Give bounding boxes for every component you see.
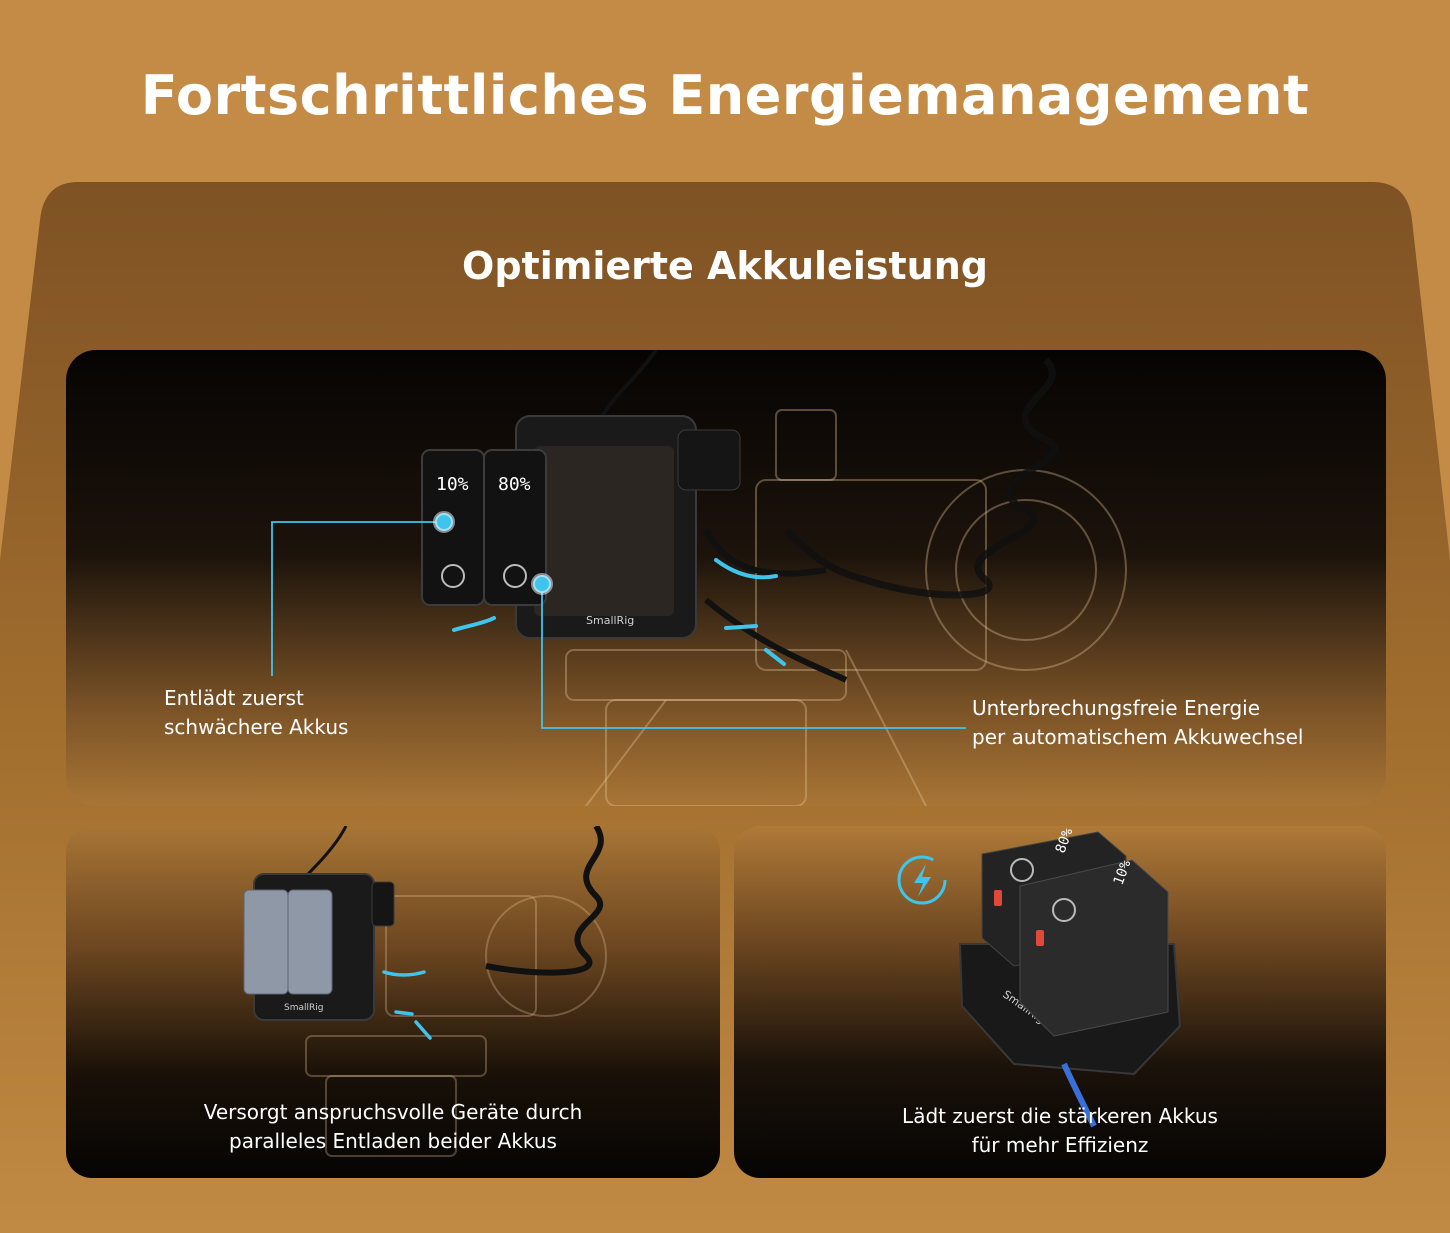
switch-arrow (452, 616, 496, 632)
camera-rig-illustration: SmallRig 10% 80% (271, 350, 1127, 806)
grey-battery-2 (287, 889, 333, 995)
flow-arrow-1 (714, 558, 778, 580)
caption-parallel-discharge: Versorgt anspruchsvolle Geräte durch par… (203, 1100, 583, 1153)
page-title: Fortschrittliches Energiemanagement (140, 64, 1310, 127)
callout-dot-right (531, 573, 553, 595)
callout-line-right (541, 584, 966, 729)
callout-auto-switch: Unterbrechungsfreie Energie per automati… (972, 696, 1304, 749)
hub-brand-label-small: SmallRig (284, 1003, 323, 1013)
battery-left-display: 10% (436, 474, 469, 495)
top-feature-panel: SmallRig 10% 80% Entlädt zuerst schwäche (66, 350, 1386, 806)
grey-battery-1 (243, 889, 289, 995)
callout-line-left (271, 521, 444, 676)
charging-panel: SmallRig 80% 10% Lädt zuerst die stärker… (734, 826, 1386, 1178)
lightning-charge-icon (897, 855, 947, 905)
battery-right-display: 80% (498, 474, 531, 495)
parallel-discharge-panel: SmallRig Versorgt anspruchsvolle Geräte … (66, 826, 720, 1178)
battery-right (483, 449, 547, 606)
caption-charge-stronger-first: Lädt zuerst die stärkeren Akkus für mehr… (902, 1104, 1218, 1157)
parallel-rig-illustration: SmallRig (243, 826, 607, 1157)
callout-dot-left (433, 511, 455, 533)
callout-weaker-first: Entlädt zuerst schwächere Akkus (164, 686, 349, 739)
hub-brand-label: SmallRig (586, 614, 634, 627)
section-subtitle: Optimierte Akkuleistung (462, 244, 988, 288)
charging-dock-illustration: SmallRig 80% 10% (897, 826, 1182, 1128)
